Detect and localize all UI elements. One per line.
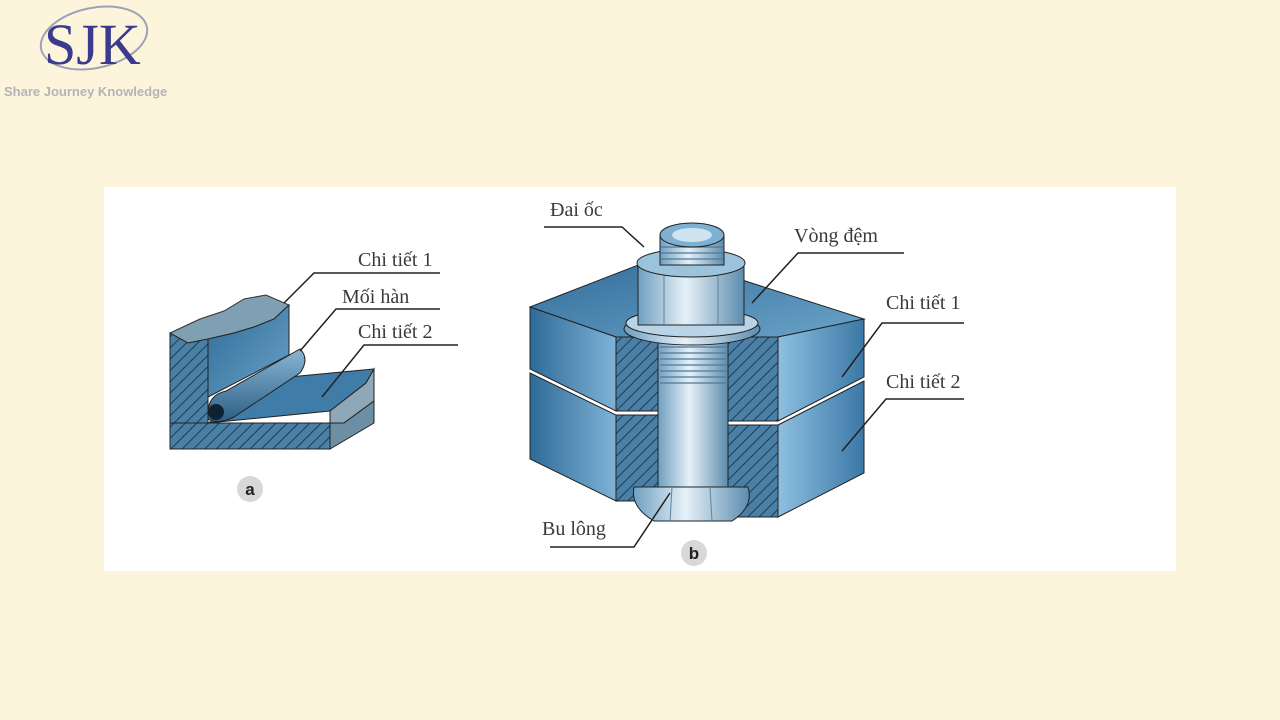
label-part1-a: Chi tiết 1 (358, 249, 432, 271)
caption-badge-a (237, 476, 263, 502)
weld-joint-figure: Chi tiết 1 Mối hàn Chi tiết 2 a (168, 249, 458, 502)
figure-panel: Chi tiết 1 Mối hàn Chi tiết 2 a (104, 187, 1176, 571)
caption-badge-b (681, 540, 707, 566)
leader-bolt (550, 492, 671, 548)
leader-part1-a (283, 272, 440, 304)
label-part1-b: Chi tiết 1 (886, 292, 960, 314)
upper-section-left (615, 336, 659, 412)
weld-bead (207, 348, 306, 423)
joint-diagram: Chi tiết 1 Mối hàn Chi tiết 2 a (168, 199, 964, 566)
leader-weld-a (299, 308, 440, 352)
label-washer: Vòng đệm (794, 225, 878, 247)
label-part2-a: Chi tiết 2 (358, 321, 432, 343)
leader-part1-b (841, 322, 964, 378)
lower-right-block (777, 380, 865, 518)
svg-text:SJK: SJK (44, 12, 141, 77)
label-part2-b: Chi tiết 2 (886, 371, 960, 393)
upper-right-block (777, 318, 865, 422)
bolt-shank (657, 336, 729, 488)
bolt-joint-figure: Đai ốc Vòng đệm Chi tiết 1 Chi tiết 2 Bu… (528, 199, 964, 566)
label-bolt: Bu lông (542, 518, 606, 540)
caption-a: a (245, 480, 255, 499)
part1-face (207, 303, 290, 398)
upper-section-right (727, 336, 779, 422)
leader-nut (544, 226, 645, 248)
leader-part2-a (321, 344, 458, 398)
brand-tagline: Share Journey Knowledge (4, 84, 168, 99)
leader-washer (751, 252, 904, 304)
bolt-head (632, 486, 750, 522)
part1-section (169, 332, 209, 424)
label-nut: Đai ốc (550, 199, 603, 221)
caption-b: b (689, 544, 699, 563)
label-weld-a: Mối hàn (342, 286, 409, 308)
sjk-logo-icon: SJK (39, 5, 149, 77)
part2-section (169, 422, 331, 450)
leader-part2-b (841, 398, 964, 452)
brand-logo: SJK Share Journey Knowledge (0, 0, 200, 110)
